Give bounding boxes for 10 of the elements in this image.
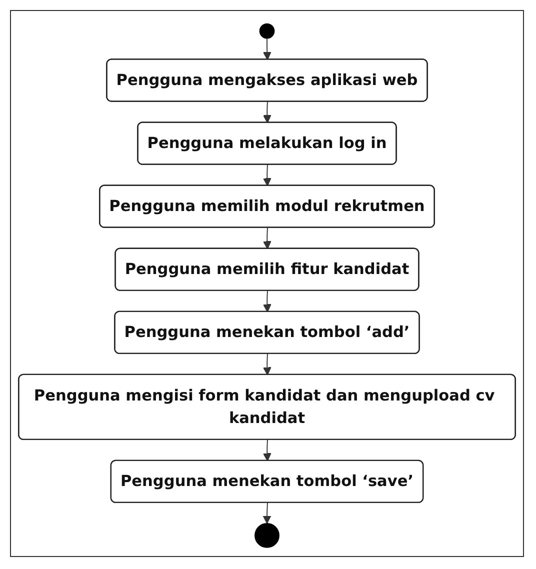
arrow bbox=[262, 164, 272, 186]
arrow bbox=[262, 101, 272, 124]
arrow bbox=[262, 290, 272, 312]
arrow bbox=[262, 439, 272, 462]
arrow bbox=[262, 227, 272, 250]
node-circle bbox=[259, 23, 275, 39]
arrow bbox=[262, 502, 272, 524]
arrow bbox=[262, 353, 272, 376]
node-circle bbox=[254, 523, 280, 548]
arrow bbox=[262, 38, 272, 60]
